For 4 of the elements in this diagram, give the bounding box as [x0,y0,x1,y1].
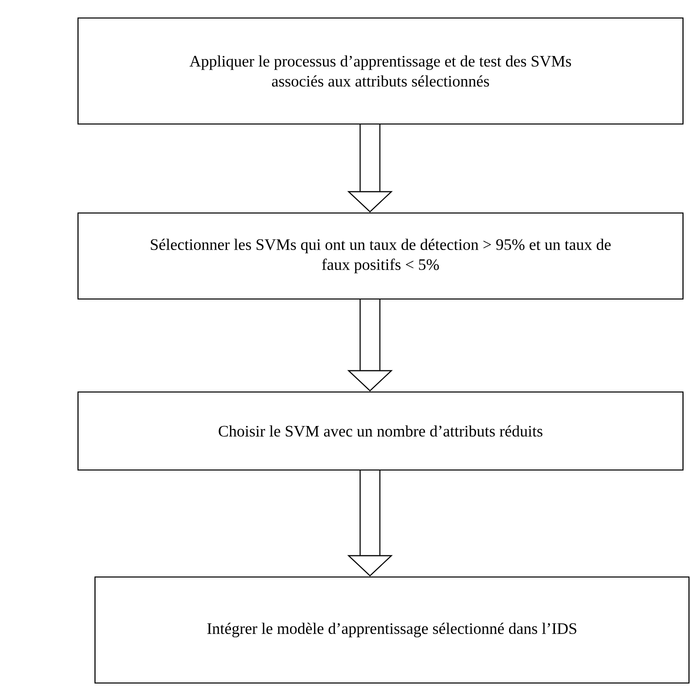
process-box: Choisir le SVM avec un nombre d’attributs réduits [77,391,684,471]
process-box: Sélectionner les SVMs qui ont un taux de détection > 95% et un taux de faux positifs < 5% [77,212,684,300]
process-box: Intégrer le modèle d’apprentissage sélectionné dans l’IDS [94,576,690,684]
process-box: Appliquer le processus d’apprentissage et de test des SVMs associés aux attributs sélectionnés [77,17,684,125]
